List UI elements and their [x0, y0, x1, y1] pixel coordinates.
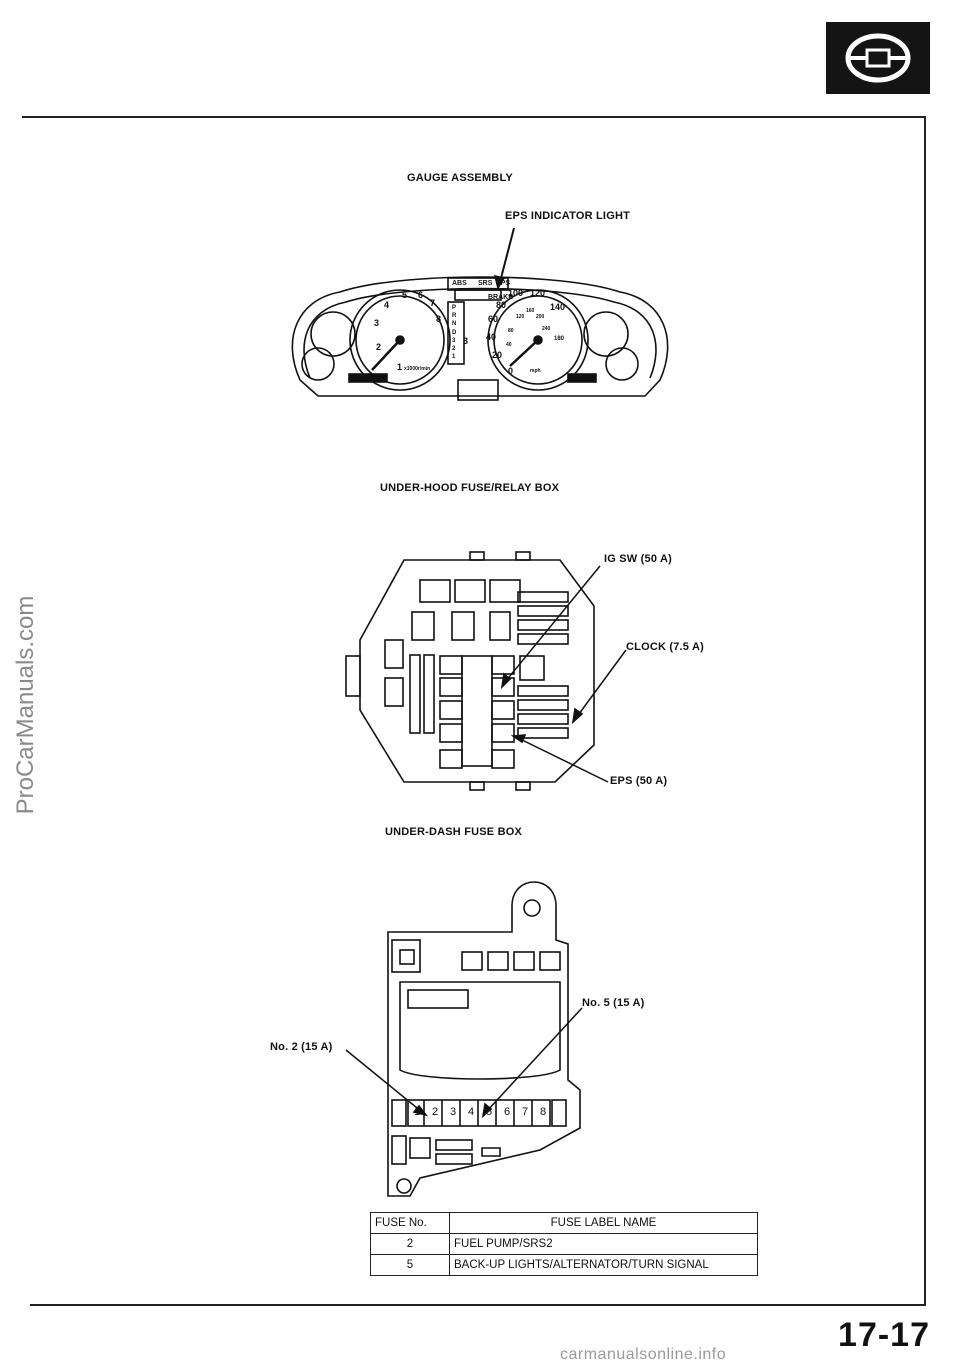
fuse-name-cell: FUEL PUMP/SRS2: [449, 1233, 758, 1255]
speedo-mph: 60: [488, 314, 499, 324]
fuse-table: FUSE No. FUSE LABEL NAME 2 FUEL PUMP/SRS…: [370, 1212, 758, 1276]
speedo-unit: mph: [530, 368, 541, 374]
speedo-mph: 100: [508, 288, 524, 298]
underhood-title: UNDER-HOOD FUSE/RELAY BOX: [380, 482, 560, 494]
eps-callout: EPS (50 A): [610, 775, 668, 787]
table-row: 2 FUEL PUMP/SRS2: [370, 1233, 758, 1255]
fuse-number: 7: [522, 1106, 529, 1118]
speedo-mph: 140: [550, 302, 566, 312]
srs-warning: SRS: [478, 280, 493, 287]
speedo-kmh: 200: [536, 314, 545, 320]
gauge-assembly-title: GAUGE ASSEMBLY: [407, 172, 513, 184]
fuse-name-cell: BACK-UP LIGHTS/ALTERNATOR/TURN SIGNAL: [449, 1254, 758, 1276]
tach-number: 6: [418, 290, 424, 300]
bottom-watermark: carmanualsonline.info: [560, 1346, 727, 1363]
no5-callout: No. 5 (15 A): [582, 997, 645, 1009]
fuse-no-cell: 5: [370, 1254, 450, 1276]
bottom-rule: [30, 1304, 926, 1306]
speedo-kmh: 120: [516, 314, 525, 320]
section-icon-box: [826, 22, 930, 94]
tach-number: 8: [436, 314, 442, 324]
eps-indicator-callout: EPS INDICATOR LIGHT: [505, 210, 631, 222]
tach-number: 5: [402, 290, 408, 300]
clock-callout: CLOCK (7.5 A): [626, 641, 704, 653]
fuse-number: 5: [486, 1106, 493, 1118]
side-watermark: ProCarManuals.com: [6, 560, 46, 850]
underhood-fuse-box-drawing: [345, 551, 627, 791]
fuse-number: 1: [414, 1106, 421, 1118]
ig-sw-callout: IG SW (50 A): [604, 553, 672, 565]
top-rule: [22, 116, 926, 118]
steering-wheel-icon: [845, 33, 911, 83]
speedo-mph: 20: [492, 350, 503, 360]
speedo-mph: 80: [496, 300, 507, 310]
tach-number: 1: [397, 362, 403, 372]
speedo-kmh: 180: [554, 336, 565, 342]
gear-indicator: P R N D 3 2 1: [452, 305, 457, 361]
eps-warning: EPS: [496, 280, 511, 287]
fuse-table-header: FUSE No. FUSE LABEL NAME: [370, 1212, 758, 1234]
speedo-mph: 40: [486, 332, 497, 342]
tach-number: 3: [374, 318, 380, 328]
fuse-number: 2: [432, 1106, 439, 1118]
gauge-lettering: ABS SRS EPS BRAKE 1 2 3 4 5 6 7 8 x1000r…: [340, 280, 640, 400]
fuse-label-header: FUSE LABEL NAME: [449, 1212, 758, 1234]
speedo-mph: 120: [530, 288, 546, 298]
right-rule: [924, 116, 926, 1306]
speedo-kmh: 40: [506, 342, 512, 348]
side-watermark-text: ProCarManuals.com: [12, 595, 39, 815]
fuse-number: 8: [540, 1106, 547, 1118]
speedo-kmh: 240: [542, 326, 551, 332]
page-number: 17-17: [838, 1316, 930, 1354]
speedo-kmh: 80: [508, 328, 514, 334]
underdash-title: UNDER-DASH FUSE BOX: [385, 826, 523, 838]
no2-callout: No. 2 (15 A): [270, 1041, 333, 1053]
fuse-no-header: FUSE No.: [370, 1212, 450, 1234]
tach-number: 7: [430, 298, 436, 308]
fuse-number: 3: [450, 1106, 457, 1118]
underdash-fuse-box-drawing: [345, 881, 583, 1197]
tach-unit: x1000r/min: [404, 366, 431, 372]
tach-number: 4: [384, 300, 390, 310]
table-row: 5 BACK-UP LIGHTS/ALTERNATOR/TURN SIGNAL: [370, 1254, 758, 1276]
fuse-number: 4: [468, 1106, 475, 1118]
abs-warning: ABS: [452, 280, 467, 287]
tach-number: 2: [376, 342, 382, 352]
gear-display: 3: [463, 336, 469, 346]
gauge-cluster-drawing: [291, 227, 669, 401]
fuse-no-cell: 2: [370, 1233, 450, 1255]
speedo-mph: 0: [508, 366, 514, 376]
fuse-number: 6: [504, 1106, 511, 1118]
brake-warning: BRAKE: [488, 294, 513, 301]
speedo-kmh: 160: [526, 308, 535, 314]
